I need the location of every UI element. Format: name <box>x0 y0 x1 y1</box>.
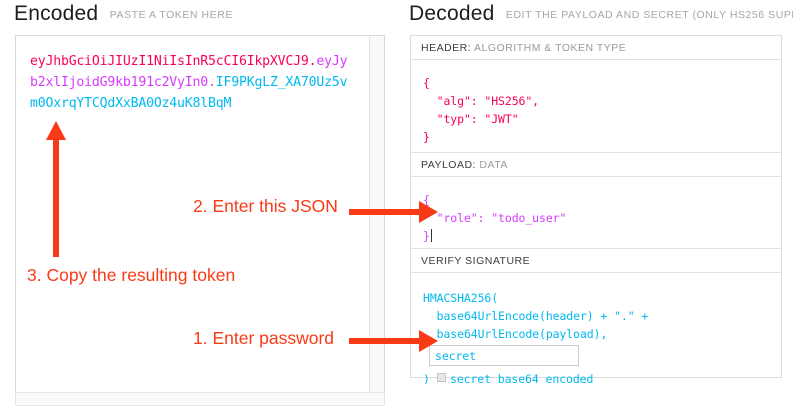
encoded-horizontal-scrollbar[interactable] <box>15 392 385 406</box>
arrow-shaft <box>349 338 421 344</box>
header-section-label-bold: HEADER: <box>421 42 472 54</box>
arrow-head <box>46 121 66 140</box>
hmac-closing-paren: ) <box>423 372 430 386</box>
arrow-shaft <box>349 209 421 215</box>
annotation-step-3-arrow <box>46 121 66 257</box>
decoded-subtitle: EDIT THE PAYLOAD AND SECRET (ONLY HS256 … <box>505 9 793 21</box>
payload-section-label-rest: DATA <box>479 159 508 171</box>
encoded-title: Encoded <box>14 2 99 25</box>
decoded-title: Decoded <box>409 2 495 25</box>
hmac-line-1: HMACSHA256( <box>423 291 499 305</box>
hmac-line-3: base64UrlEncode(payload), <box>423 327 608 341</box>
header-json-editor[interactable]: { "alg": "HS256", "typ": "JWT" } <box>411 60 781 153</box>
header-section-label-rest: ALGORITHM & TOKEN TYPE <box>474 42 627 54</box>
annotation-step-2-text: 2. Enter this JSON <box>193 196 338 216</box>
encoded-heading: Encoded PASTE A TOKEN HERE <box>14 2 233 26</box>
payload-json-editor[interactable]: { "role": "todo_user" } <box>411 177 781 249</box>
encoded-subtitle: PASTE A TOKEN HERE <box>109 9 233 21</box>
token-separator-2: . <box>208 75 216 90</box>
signature-section-label: VERIFY SIGNATURE <box>411 249 781 273</box>
hmac-line-2: base64UrlEncode(header) + "." + <box>423 309 649 323</box>
annotation-step-3-text: 3. Copy the resulting token <box>27 265 236 285</box>
payload-section-label-bold: PAYLOAD: <box>421 159 476 171</box>
arrow-head <box>419 330 438 352</box>
base64-encoded-checkbox[interactable] <box>437 373 446 382</box>
text-caret <box>430 229 432 242</box>
signature-editor: HMACSHA256( base64UrlEncode(header) + ".… <box>411 273 781 398</box>
decoded-heading: Decoded EDIT THE PAYLOAD AND SECRET (ONL… <box>409 2 793 26</box>
signature-section-label-bold: VERIFY SIGNATURE <box>421 255 531 267</box>
token-signature-segment: IF9PKgLZ_XA70Uz5vm0OxrqYTCQdXxBA0Oz4uK8l… <box>30 75 348 111</box>
header-section-label: HEADER: ALGORITHM & TOKEN TYPE <box>411 36 781 60</box>
encoded-token-panel[interactable]: eyJhbGciOiJIUzI1NiIsInR5cCI6IkpXVCJ9.eyJ… <box>15 35 385 405</box>
token-header-segment: eyJhbGciOiJIUzI1NiIsInR5cCI6IkpXVCJ9 <box>30 54 309 69</box>
base64-encoded-label[interactable]: secret base64 encoded <box>450 372 594 386</box>
annotation-step-1-text: 1. Enter password <box>193 328 335 348</box>
arrow-head <box>419 201 438 223</box>
encoded-token-text[interactable]: eyJhbGciOiJIUzI1NiIsInR5cCI6IkpXVCJ9.eyJ… <box>30 51 355 114</box>
token-separator-1: . <box>308 54 317 69</box>
payload-section-label: PAYLOAD: DATA <box>411 153 781 177</box>
payload-json-text: { "role": "todo_user" } <box>423 193 567 243</box>
secret-input[interactable] <box>429 345 579 366</box>
decoded-panel: HEADER: ALGORITHM & TOKEN TYPE { "alg": … <box>410 35 782 386</box>
token-payload-segment: eyJyb2xlIjoidG9kb191c2VyIn0 <box>30 54 348 90</box>
arrow-shaft <box>53 137 59 257</box>
